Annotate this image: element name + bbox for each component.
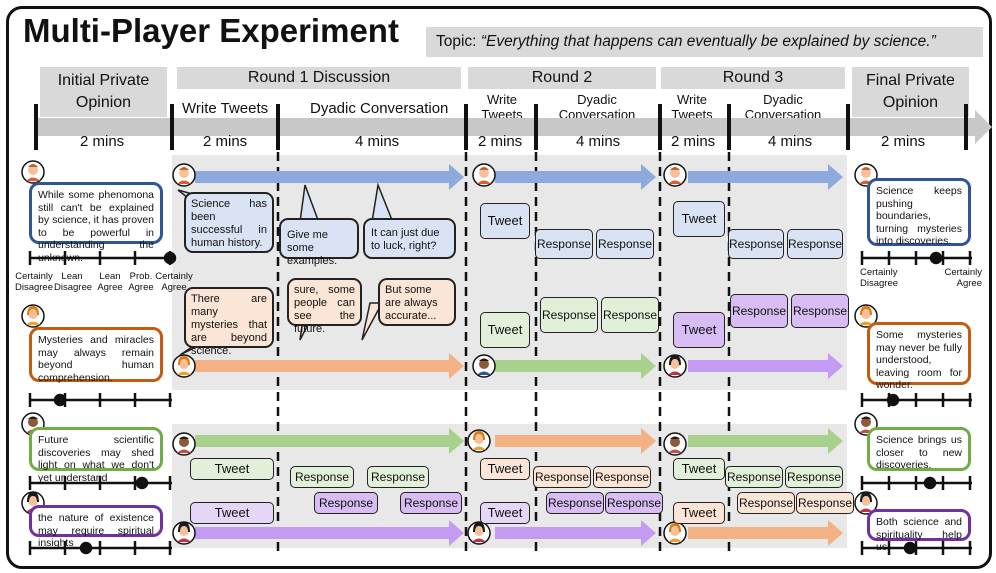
phase-initial: Initial Private Opinion: [40, 67, 167, 117]
opinion-initial-blue: While some phenomona still can't be expl…: [29, 182, 163, 264]
duration-r3-tweets: 2 mins: [671, 133, 716, 150]
tweet-purple-r1: Tweet: [190, 502, 274, 524]
response-purple-r1-a: Response: [314, 492, 378, 514]
scale-label: Lean Agree: [97, 271, 123, 293]
bubble-blue-tweet: Science has been successful in human his…: [184, 192, 274, 253]
response-green-r1-a: Response: [290, 466, 354, 488]
bubble-orange-tweet: There are many mysteries that are beyond…: [184, 287, 274, 357]
response-purple-r3-a: Response: [730, 294, 788, 328]
response-green-r2-b: Response: [601, 297, 659, 333]
response-purple-r3-b: Response: [791, 294, 849, 328]
response-blue-r2-a: Response: [535, 229, 593, 259]
topic-quote: “Everything that happens can eventually …: [480, 33, 936, 50]
opinion-initial-orange: Mysteries and miracles may always remain…: [29, 327, 163, 384]
duration-final: 2 mins: [881, 133, 926, 150]
subphase-dyadic-r2: Dyadic Conversation: [558, 92, 636, 122]
opinion-initial-green: Future scientific discoveries may shed l…: [29, 427, 163, 484]
response-orange-r2-a: Response: [533, 466, 591, 488]
response-orange-r2-b: Response: [593, 466, 651, 488]
tweet-green-r2: Tweet: [480, 312, 530, 348]
response-green-r3-a: Response: [725, 466, 783, 488]
phase-round2: Round 2: [468, 67, 656, 89]
final-scale-right: Certainly Agree: [944, 267, 983, 289]
response-orange-r3-a: Response: [737, 492, 795, 514]
duration-r1-dyadic: 4 mins: [355, 133, 400, 150]
phase-round1: Round 1 Discussion: [177, 67, 461, 89]
figure-title: Multi-Player Experiment: [23, 12, 399, 49]
subphase-write-tweets-r2: Write Tweets: [481, 92, 523, 122]
response-blue-r2-b: Response: [596, 229, 654, 259]
phase-round3: Round 3: [661, 67, 845, 89]
final-scale-left: Certainly Disagree: [860, 267, 899, 289]
response-green-r3-b: Response: [785, 466, 843, 488]
subphase-write-tweets-r1: Write Tweets: [182, 100, 269, 117]
tweet-blue-r2: Tweet: [480, 203, 530, 239]
duration-r3-dyadic: 4 mins: [768, 133, 813, 150]
response-green-r2-a: Response: [540, 297, 598, 333]
scale-label: Prob. Agree: [128, 271, 154, 293]
topic-prefix: Topic:: [436, 33, 481, 50]
duration-r2-dyadic: 4 mins: [576, 133, 621, 150]
subphase-dyadic-r1: Dyadic Conversation: [310, 100, 449, 117]
tweet-orange-r3: Tweet: [673, 502, 725, 524]
tweet-orange-r2: Tweet: [480, 458, 530, 480]
scale-label: Certainly Disagree: [14, 271, 54, 293]
tweet-blue-r3: Tweet: [673, 201, 725, 237]
response-blue-r3-a: Response: [728, 229, 784, 259]
topic-box: Topic: “Everything that happens can even…: [426, 27, 983, 57]
bubble-blue-q2: It can just due to luck, right?: [363, 218, 456, 259]
response-purple-r2-b: Response: [605, 492, 663, 514]
scale-label: Lean Disagree: [54, 271, 93, 293]
opinion-final-purple: Both science and spirituality help us.: [867, 509, 971, 553]
subphase-dyadic-r3: Dyadic Conversation: [744, 92, 822, 122]
duration-r1-tweets: 2 mins: [203, 133, 248, 150]
response-blue-r3-b: Response: [787, 229, 843, 259]
phase-final: Final Private Opinion: [852, 67, 969, 117]
bubble-orange-r1: sure, some people can see the future.: [287, 278, 362, 335]
duration-initial: 2 mins: [80, 133, 125, 150]
subphase-write-tweets-r3: Write Tweets: [671, 92, 713, 122]
response-orange-r3-b: Response: [796, 492, 854, 514]
response-green-r1-b: Response: [367, 466, 429, 488]
bubble-orange-r2: But some are always accurate...: [378, 278, 456, 326]
tweet-green-r1: Tweet: [190, 458, 274, 480]
tweet-green-r3: Tweet: [673, 458, 725, 480]
opinion-final-green: Science brings us closer to new discover…: [867, 427, 971, 471]
bubble-blue-q1: Give me some examples.: [279, 218, 359, 267]
opinion-final-blue: Science keeps pushing boundaries, turnin…: [867, 178, 971, 247]
scale-label: Certainly Agree: [155, 271, 193, 293]
response-purple-r1-b: Response: [400, 492, 462, 514]
duration-r2-tweets: 2 mins: [478, 133, 523, 150]
opinion-initial-purple: the nature of existence may require spir…: [29, 505, 163, 549]
tweet-purple-r3: Tweet: [673, 312, 725, 348]
opinion-final-orange: Some mysteries may never be fully unders…: [867, 322, 971, 391]
response-purple-r2-a: Response: [546, 492, 604, 514]
tweet-purple-r2: Tweet: [480, 502, 530, 524]
